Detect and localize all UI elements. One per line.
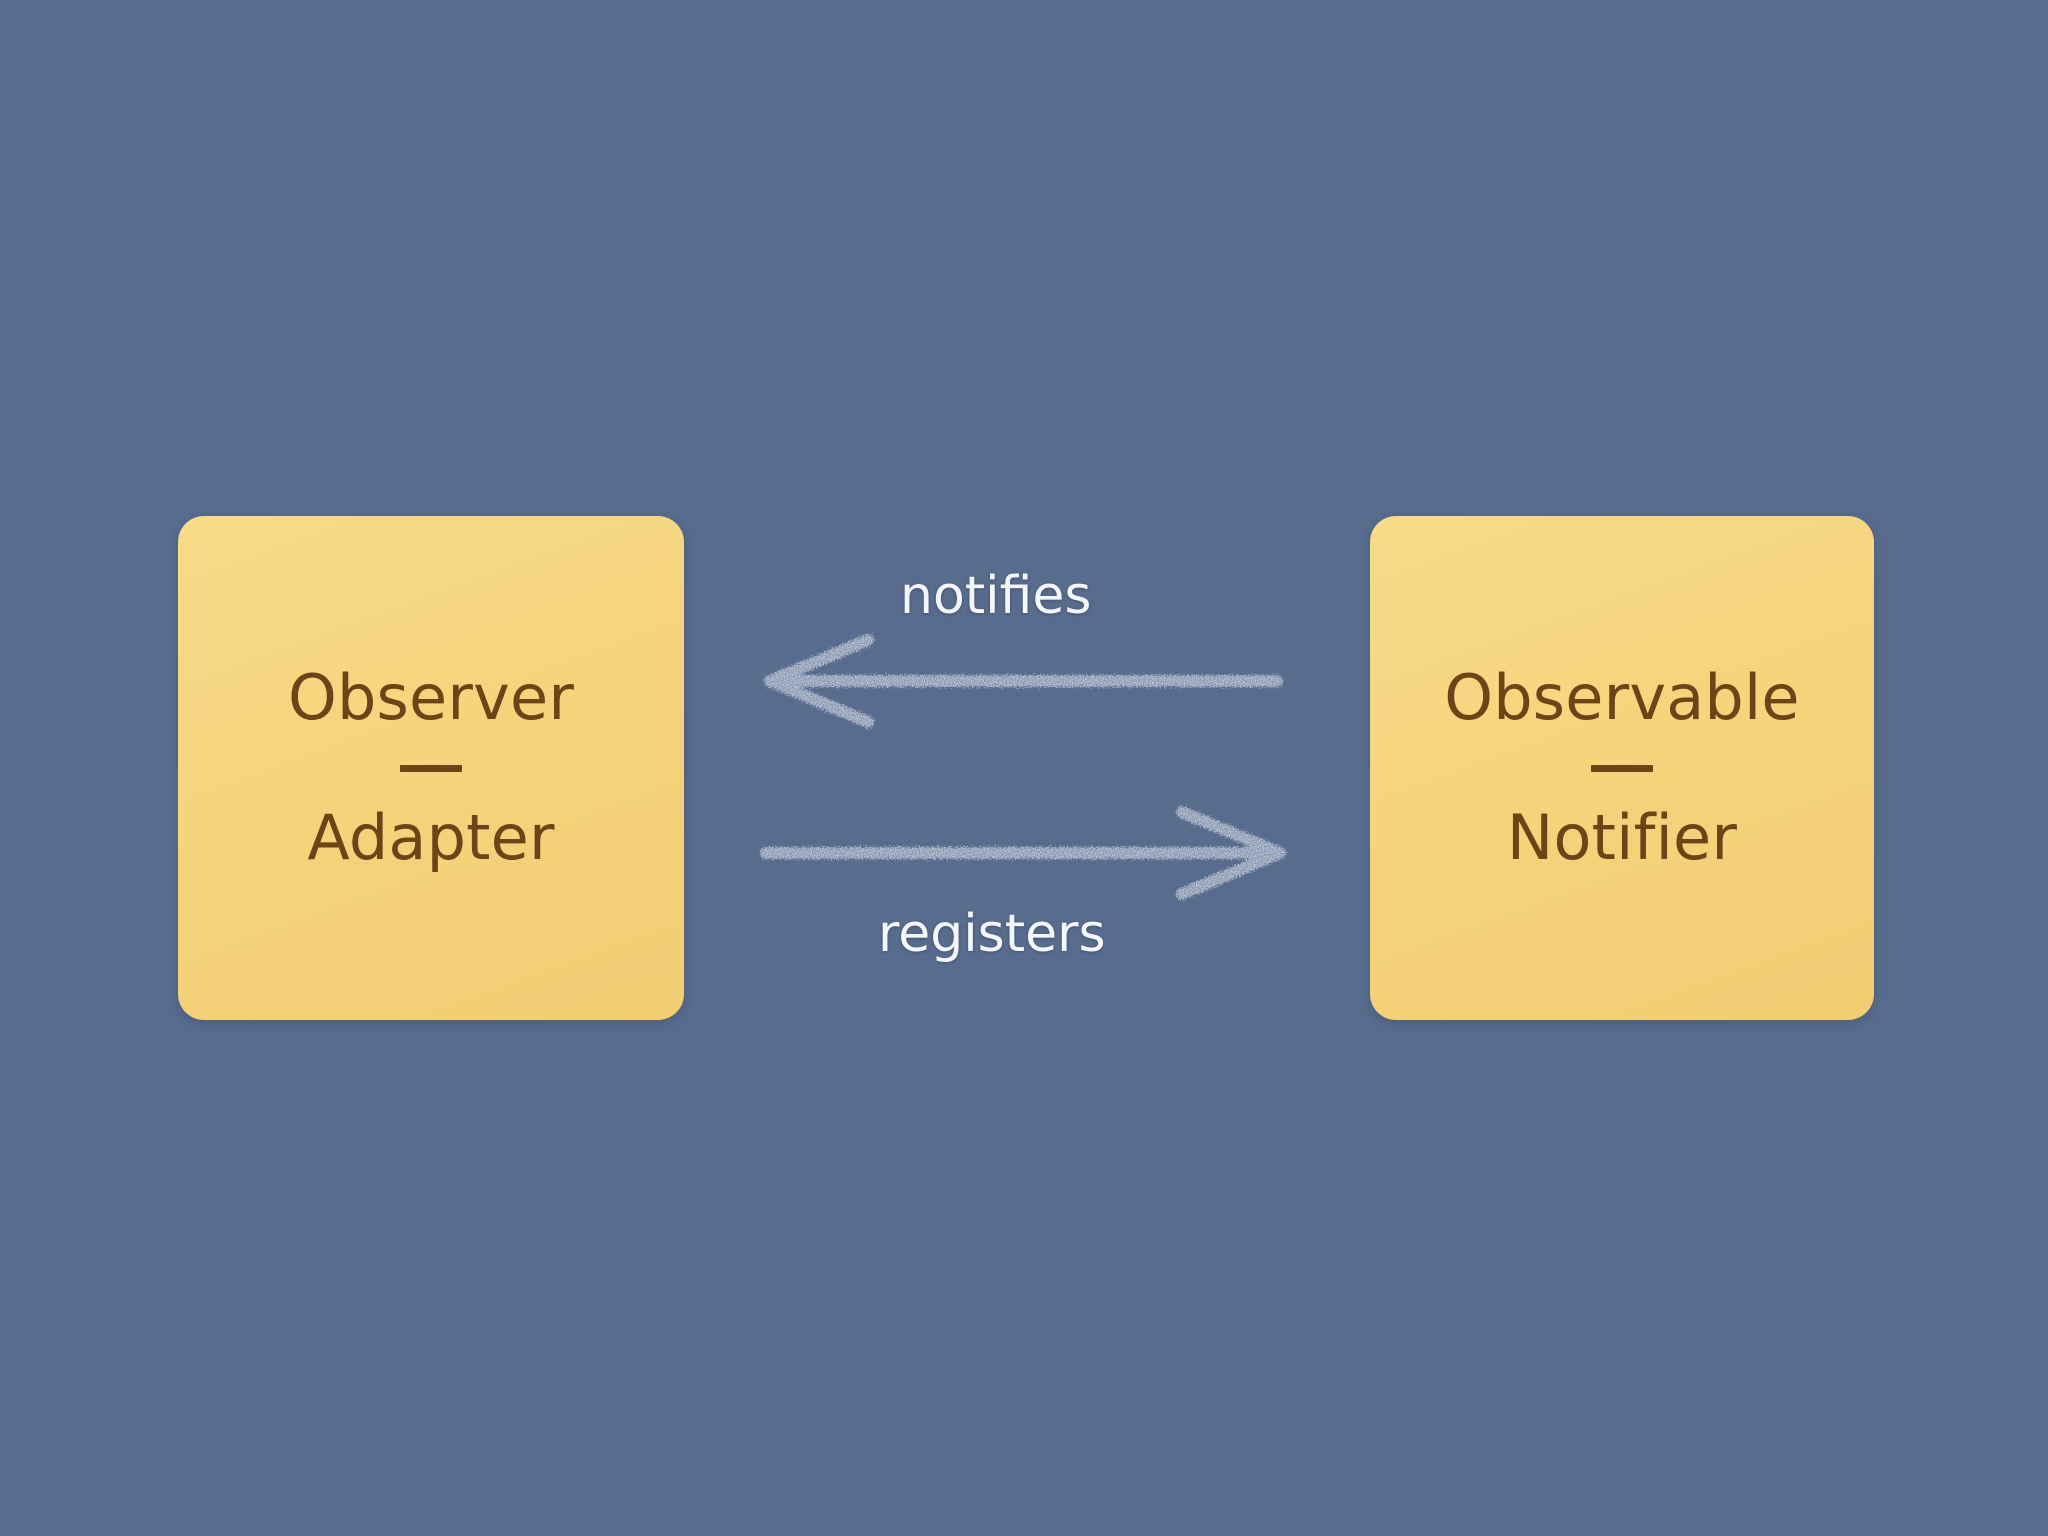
edge-label-notifies: notifies: [900, 566, 1092, 626]
edge-label-registers: registers: [878, 904, 1106, 964]
node-observer-title: Observer: [287, 661, 575, 735]
arrow-notifies: [764, 634, 1283, 728]
node-observer[interactable]: Observer Adapter: [178, 516, 684, 1020]
node-observable-subtitle: Notifier: [1506, 800, 1738, 874]
node-observable-divider: [1591, 764, 1653, 772]
node-observable[interactable]: Observable Notifier: [1370, 516, 1874, 1020]
node-observer-divider: [400, 764, 462, 772]
node-observable-title: Observable: [1444, 661, 1800, 735]
arrow-registers: [760, 806, 1286, 900]
node-observer-subtitle: Adapter: [307, 800, 555, 874]
